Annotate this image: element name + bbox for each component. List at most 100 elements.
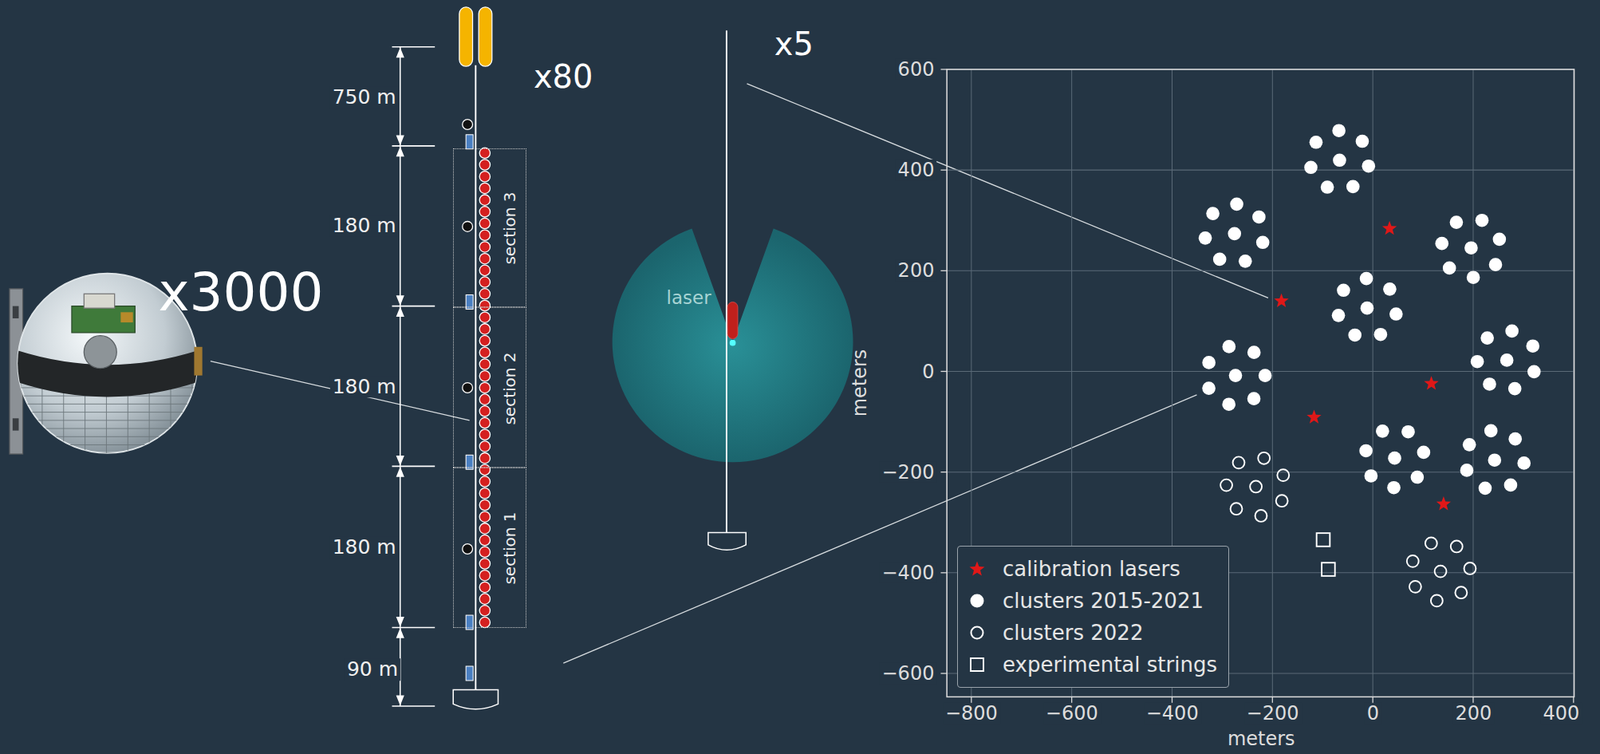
- illustration-part: [479, 616, 490, 627]
- illustration-part: [83, 335, 117, 369]
- illustration-part: [1205, 206, 1220, 221]
- illustration-part: [465, 666, 473, 681]
- illustration-part: [1374, 327, 1388, 342]
- illustration-part: [391, 465, 435, 468]
- illustration-part: [1222, 339, 1237, 354]
- legend-entry: experimental strings: [967, 648, 1218, 681]
- illustration-part: [396, 616, 405, 627]
- illustration-part: [479, 570, 490, 581]
- illustration-part: [12, 417, 20, 430]
- illustration-part: [391, 626, 435, 629]
- illustration-part: [940, 471, 947, 473]
- illustration-part: [479, 334, 490, 346]
- illustration-part: [1484, 424, 1498, 438]
- illustration-part: [1470, 354, 1485, 369]
- legend-sample: [967, 559, 987, 579]
- illustration-part: [1387, 451, 1402, 466]
- illustration-part: [1304, 160, 1318, 174]
- illustration-part: [1276, 468, 1289, 481]
- illustration-part: [1460, 463, 1474, 477]
- illustration-part: [1493, 232, 1507, 247]
- illustration-part: [193, 346, 202, 376]
- illustration-part: [946, 69, 1574, 697]
- illustration-part: [1442, 261, 1457, 276]
- illustration-part: [479, 476, 490, 487]
- illustration-part: [479, 511, 490, 522]
- illustration-part: [940, 270, 947, 272]
- illustration-part: [479, 417, 490, 428]
- illustration-part: [462, 382, 473, 394]
- illustration-part: [946, 169, 1574, 171]
- illustration-part: [479, 370, 490, 382]
- illustration-part: [479, 358, 490, 370]
- illustration-part: [479, 241, 490, 253]
- illustration-part: [462, 220, 473, 232]
- illustration-part: [1480, 331, 1494, 345]
- legend-sample: [967, 591, 987, 611]
- illustration-part: [1359, 444, 1373, 458]
- illustration-part: [1332, 308, 1346, 323]
- illustration-part: [971, 626, 984, 639]
- detector-string: [391, 7, 498, 710]
- illustration-part: [1464, 240, 1478, 255]
- legend-sample: [967, 654, 987, 674]
- tick-label: 0: [1364, 702, 1382, 724]
- illustration-part: [1227, 227, 1242, 241]
- dimension-label: 180 m: [330, 214, 399, 237]
- illustration-part: [940, 69, 1574, 703]
- illustration-part: [1434, 565, 1447, 578]
- illustration-part: [479, 346, 490, 358]
- illustration-part: [479, 546, 490, 557]
- illustration-part: [970, 658, 984, 671]
- illustration-part: [1257, 452, 1270, 465]
- illustration-part: [479, 299, 490, 311]
- illustration-part: [15, 419, 200, 421]
- illustration-part: [1434, 236, 1449, 251]
- illustration-part: [71, 306, 135, 333]
- section-box: section 1: [453, 467, 527, 628]
- illustration-part: [1230, 502, 1243, 515]
- illustration-part: [940, 68, 947, 70]
- illustration-part: [1198, 231, 1213, 245]
- illustration-part: [1466, 270, 1481, 284]
- illustration-part: [391, 705, 435, 707]
- illustration-part: [1504, 478, 1518, 493]
- illustration-part: [12, 306, 20, 319]
- illustration-part: [970, 696, 972, 703]
- illustration-part: [1462, 437, 1477, 452]
- legend-text: clusters 2015-2021: [1002, 588, 1204, 613]
- illustration-part: [1472, 696, 1474, 703]
- illustration-part: [1336, 283, 1351, 297]
- illustration-part: [479, 147, 490, 628]
- illustration-part: [1221, 397, 1236, 411]
- illustration-part: [1249, 480, 1262, 493]
- illustration-part: [83, 293, 115, 308]
- illustration-part: [1272, 696, 1273, 703]
- illustration-part: [1256, 235, 1270, 249]
- illustration-part: [120, 311, 133, 323]
- illustration-part: [391, 46, 435, 48]
- illustration-part: [1332, 153, 1347, 167]
- illustration-part: [1258, 368, 1273, 383]
- illustration-part: [1252, 210, 1266, 225]
- illustration-part: [1450, 215, 1464, 229]
- tick-label: −800: [942, 702, 1001, 724]
- illustration-part: [396, 47, 405, 58]
- illustration-part: [20, 379, 22, 460]
- illustration-part: [479, 311, 490, 323]
- legend-entry: clusters 2022: [967, 616, 1218, 649]
- tick-label: 400: [895, 159, 938, 181]
- illustration-part: [15, 436, 200, 438]
- illustration-part: [479, 534, 490, 545]
- illustration-part: [479, 253, 490, 265]
- illustration-part: [453, 689, 498, 709]
- illustration-part: [1383, 282, 1397, 296]
- tick-label: 400: [1540, 702, 1582, 724]
- section-box: section 3: [453, 148, 527, 308]
- illustration-part: [1436, 496, 1451, 510]
- illustration-part: [1505, 324, 1519, 339]
- tick-label: 600: [895, 59, 938, 80]
- illustration-part: [479, 276, 490, 288]
- illustration-part: [391, 145, 435, 147]
